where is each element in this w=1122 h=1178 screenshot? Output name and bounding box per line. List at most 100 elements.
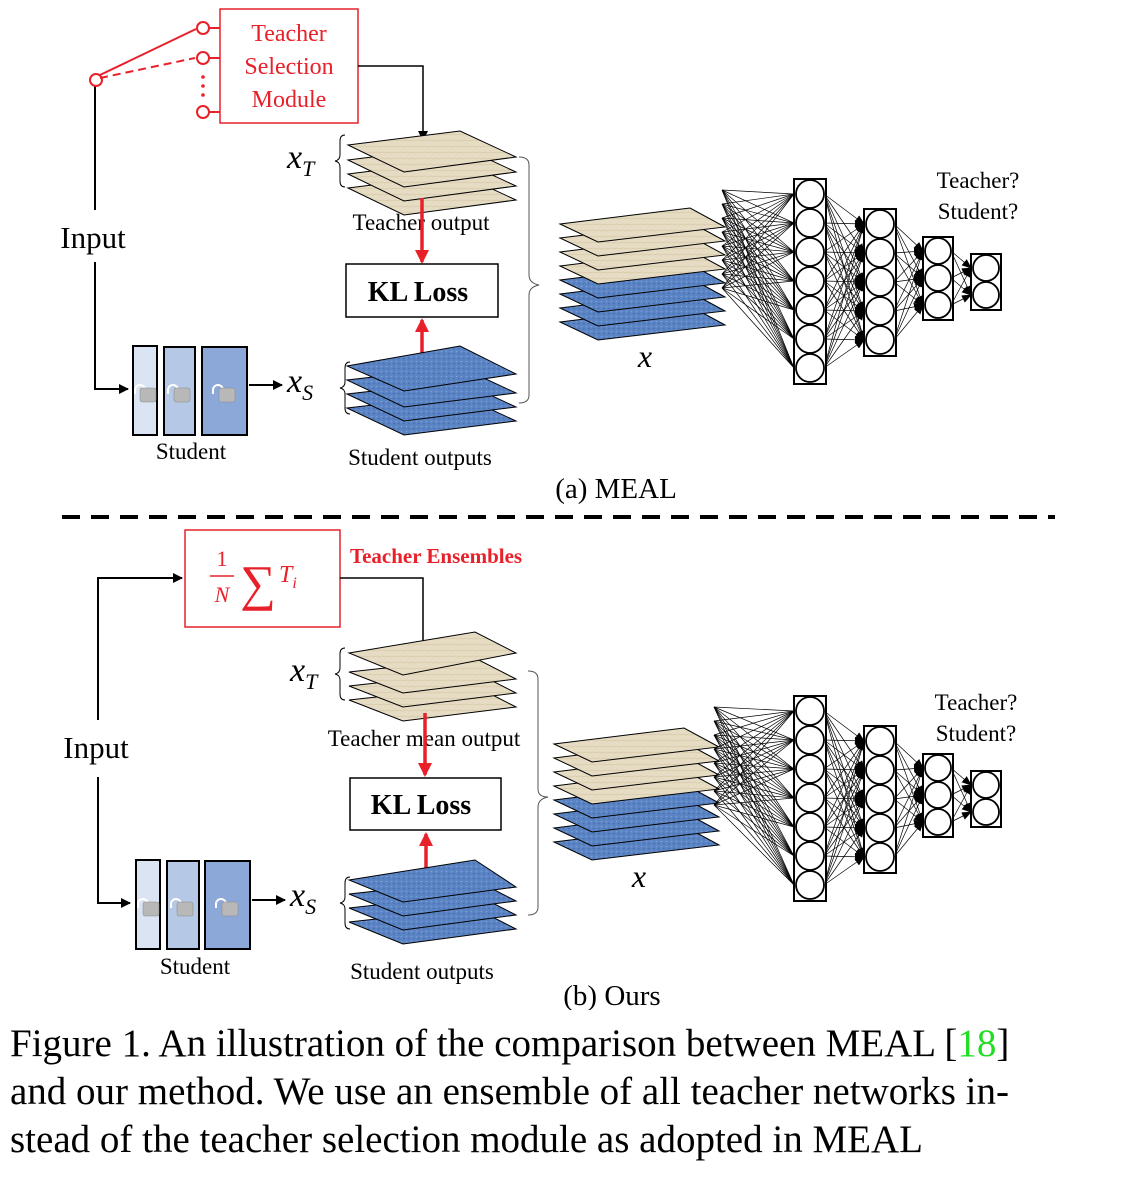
discriminator-question-student: Student? <box>938 199 1019 224</box>
network-layer-3 <box>922 753 954 838</box>
xT-label: xT <box>289 652 319 694</box>
xS-label: xS <box>289 877 316 919</box>
neuron <box>795 353 825 383</box>
panel-a-subtitle: (a) MEAL <box>555 473 677 505</box>
discriminator-network <box>713 695 1002 902</box>
network-layer-1 <box>793 178 827 385</box>
neuron <box>865 842 895 872</box>
neuron <box>795 696 825 726</box>
kl-loss-box <box>349 777 502 831</box>
network-layer-3 <box>922 236 954 321</box>
kl-loss-label: KL Loss <box>368 277 468 308</box>
xT-label: xT <box>286 139 316 181</box>
neuron <box>865 755 895 785</box>
neuron <box>972 254 1000 282</box>
network-layer-2 <box>863 725 897 874</box>
teacher-feature-map <box>558 207 727 243</box>
selection-module-label-2: Selection <box>244 54 333 80</box>
figure-caption: Figure 1. An illustration of the compari… <box>10 1020 1114 1164</box>
student-outputs-label: Student outputs <box>348 445 492 470</box>
neuron <box>865 784 895 814</box>
network-layer-2 <box>863 208 897 357</box>
svg-text:1: 1 <box>217 546 228 571</box>
neuron <box>924 291 952 319</box>
neuron <box>795 841 825 871</box>
student-label: Student <box>156 439 227 464</box>
neuron <box>865 238 895 268</box>
input-to-student-arrow <box>94 262 129 394</box>
svg-text:∑: ∑ <box>240 555 276 611</box>
neuron <box>924 808 952 836</box>
neuron <box>795 295 825 325</box>
teacher-switch <box>89 21 222 210</box>
network-connections <box>713 706 972 886</box>
student-outputs-label: Student outputs <box>350 959 494 984</box>
module-to-teacher-arrow <box>358 65 428 141</box>
neuron <box>795 783 825 813</box>
neuron <box>795 754 825 784</box>
discriminator-question-teacher: Teacher? <box>937 168 1020 193</box>
selection-module-label-1: Teacher <box>251 21 327 47</box>
network-layer-4 <box>970 770 1002 828</box>
caption-line-3: stead of the teacher selection module as… <box>10 1118 923 1161</box>
neuron <box>795 208 825 238</box>
neuron <box>924 781 952 809</box>
neuron <box>795 324 825 354</box>
network-layer-1 <box>793 695 827 902</box>
network-layer-4 <box>970 253 1002 311</box>
panel-b: 1 N ∑ Ti Teacher Ensembles Input xT Teac… <box>63 529 1018 1010</box>
panel-a: Teacher Selection Module Input xT Teache… <box>60 8 1020 505</box>
neuron <box>924 754 952 782</box>
student-output-stack <box>345 345 518 436</box>
xS-brace <box>339 876 351 930</box>
teacher-ensembles-label: Teacher Ensembles <box>350 544 522 568</box>
neuron <box>795 725 825 755</box>
unlock-icon <box>167 384 191 403</box>
neuron <box>865 726 895 756</box>
unlock-icon <box>212 384 236 403</box>
x-label: x <box>637 338 652 374</box>
xS-brace <box>339 361 351 415</box>
unlock-icon <box>137 898 160 917</box>
combine-brace <box>518 156 540 404</box>
ensemble-box <box>184 529 341 628</box>
kl-loss-box <box>345 263 499 318</box>
input-label: Input <box>63 730 129 765</box>
xT-brace <box>334 134 346 188</box>
neuron <box>865 813 895 843</box>
neuron <box>795 266 825 296</box>
input-label: Input <box>60 220 126 255</box>
teacher-selection-module-box <box>219 8 359 124</box>
neuron <box>795 179 825 209</box>
unlock-icon <box>170 898 194 917</box>
student-network <box>132 345 248 436</box>
svg-text:Ti: Ti <box>279 562 297 592</box>
unlock-icon <box>134 384 157 403</box>
citation-link[interactable]: 18 <box>957 1022 997 1065</box>
neuron <box>972 281 1000 309</box>
combine-brace <box>527 670 549 916</box>
xT-brace <box>334 647 346 701</box>
combined-input-stack <box>558 207 727 341</box>
student-network <box>135 859 251 950</box>
caption-line-1: Figure 1. An illustration of the compari… <box>10 1022 1010 1065</box>
input-to-ensemble-arrow <box>97 573 183 720</box>
input-to-student-arrow <box>97 777 131 908</box>
teacher-output-stack <box>346 130 518 216</box>
network-connections <box>721 189 972 369</box>
kl-loss-label: KL Loss <box>371 790 471 821</box>
student-output-stack <box>347 859 518 945</box>
figure-diagram: Teacher Selection Module Input xT Teache… <box>60 8 1055 1010</box>
combined-input-stack <box>552 727 721 861</box>
unlock-icon <box>215 898 239 917</box>
discriminator-network <box>721 178 1002 385</box>
teacher-output-stack <box>347 631 518 722</box>
discriminator-question-teacher: Teacher? <box>935 690 1018 715</box>
neuron <box>865 267 895 297</box>
neuron <box>924 237 952 265</box>
neuron <box>865 209 895 239</box>
neuron <box>924 264 952 292</box>
neuron <box>795 237 825 267</box>
selection-module-label-3: Module <box>252 87 327 113</box>
panel-b-subtitle: (b) Ours <box>563 980 660 1010</box>
